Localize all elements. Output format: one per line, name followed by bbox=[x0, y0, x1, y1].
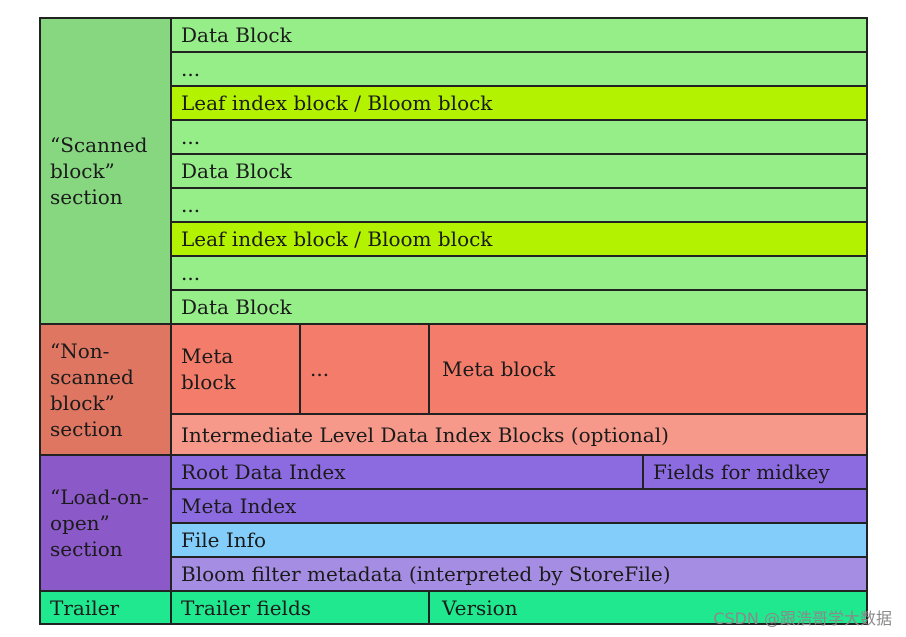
file-info-row: File Info bbox=[170, 522, 868, 558]
trailer-fields-cell: Trailer fields bbox=[170, 590, 430, 625]
row-label: ... bbox=[181, 193, 201, 217]
meta-block-cell: Meta block bbox=[428, 323, 868, 415]
scanned-row-ellipsis: ... bbox=[170, 51, 868, 87]
root-data-index-label: Root Data Index bbox=[181, 460, 346, 484]
meta-ellipsis-cell: ... bbox=[299, 323, 430, 415]
load-on-open-section: “Load-on-open” section bbox=[39, 454, 172, 592]
bloom-filter-metadata-row: Bloom filter metadata (interpreted by St… bbox=[170, 556, 868, 592]
scanned-row-data-block: Data Block bbox=[170, 17, 868, 53]
bloom-filter-metadata-label: Bloom filter metadata (interpreted by St… bbox=[181, 562, 671, 586]
trailer-fields-label: Trailer fields bbox=[181, 595, 312, 620]
meta-block-cell: Meta block bbox=[170, 323, 301, 415]
scanned-row-data-block: Data Block bbox=[170, 289, 868, 325]
scanned-row-ellipsis: ... bbox=[170, 187, 868, 223]
nonscanned-block-section-label: “Non-scanned block” section bbox=[50, 338, 134, 441]
fields-for-midkey-label: Fields for midkey bbox=[653, 460, 830, 484]
fields-for-midkey-cell: Fields for midkey bbox=[642, 454, 868, 490]
row-label: ... bbox=[181, 261, 201, 285]
meta-block-label: Meta block bbox=[181, 344, 236, 394]
meta-ellipsis-label: ... bbox=[310, 357, 330, 381]
scanned-row-leaf-index-bloom: Leaf index block / Bloom block bbox=[170, 221, 868, 257]
row-label: Data Block bbox=[181, 159, 292, 183]
trailer-section-label: Trailer bbox=[50, 595, 120, 620]
meta-index-row: Meta Index bbox=[170, 488, 868, 524]
intermediate-index-row: Intermediate Level Data Index Blocks (op… bbox=[170, 413, 868, 456]
watermark: CSDN @跟浩哥学大数据 bbox=[713, 609, 892, 628]
scanned-block-section: “Scanned block” section bbox=[39, 17, 172, 325]
trailer-section: Trailer bbox=[39, 590, 172, 625]
intermediate-index-label: Intermediate Level Data Index Blocks (op… bbox=[181, 422, 669, 447]
row-label: Data Block bbox=[181, 23, 292, 47]
version-cell: Version bbox=[428, 590, 868, 625]
meta-block-label: Meta block bbox=[442, 357, 556, 381]
scanned-block-section-label: “Scanned block” section bbox=[50, 133, 148, 209]
scanned-row-ellipsis: ... bbox=[170, 255, 868, 291]
row-label: Leaf index block / Bloom block bbox=[181, 91, 493, 115]
row-label: Leaf index block / Bloom block bbox=[181, 227, 493, 251]
version-label: Version bbox=[442, 595, 518, 620]
scanned-row-data-block: Data Block bbox=[170, 153, 868, 189]
scanned-row-leaf-index-bloom: Leaf index block / Bloom block bbox=[170, 85, 868, 121]
load-on-open-section-label: “Load-on-open” section bbox=[50, 485, 149, 561]
root-data-index-cell: Root Data Index bbox=[170, 454, 644, 490]
row-label: Data Block bbox=[181, 295, 292, 319]
row-label: ... bbox=[181, 125, 201, 149]
row-label: ... bbox=[181, 57, 201, 81]
meta-index-label: Meta Index bbox=[181, 494, 297, 518]
nonscanned-block-section: “Non-scanned block” section bbox=[39, 323, 172, 456]
scanned-row-ellipsis: ... bbox=[170, 119, 868, 155]
file-info-label: File Info bbox=[181, 528, 267, 552]
